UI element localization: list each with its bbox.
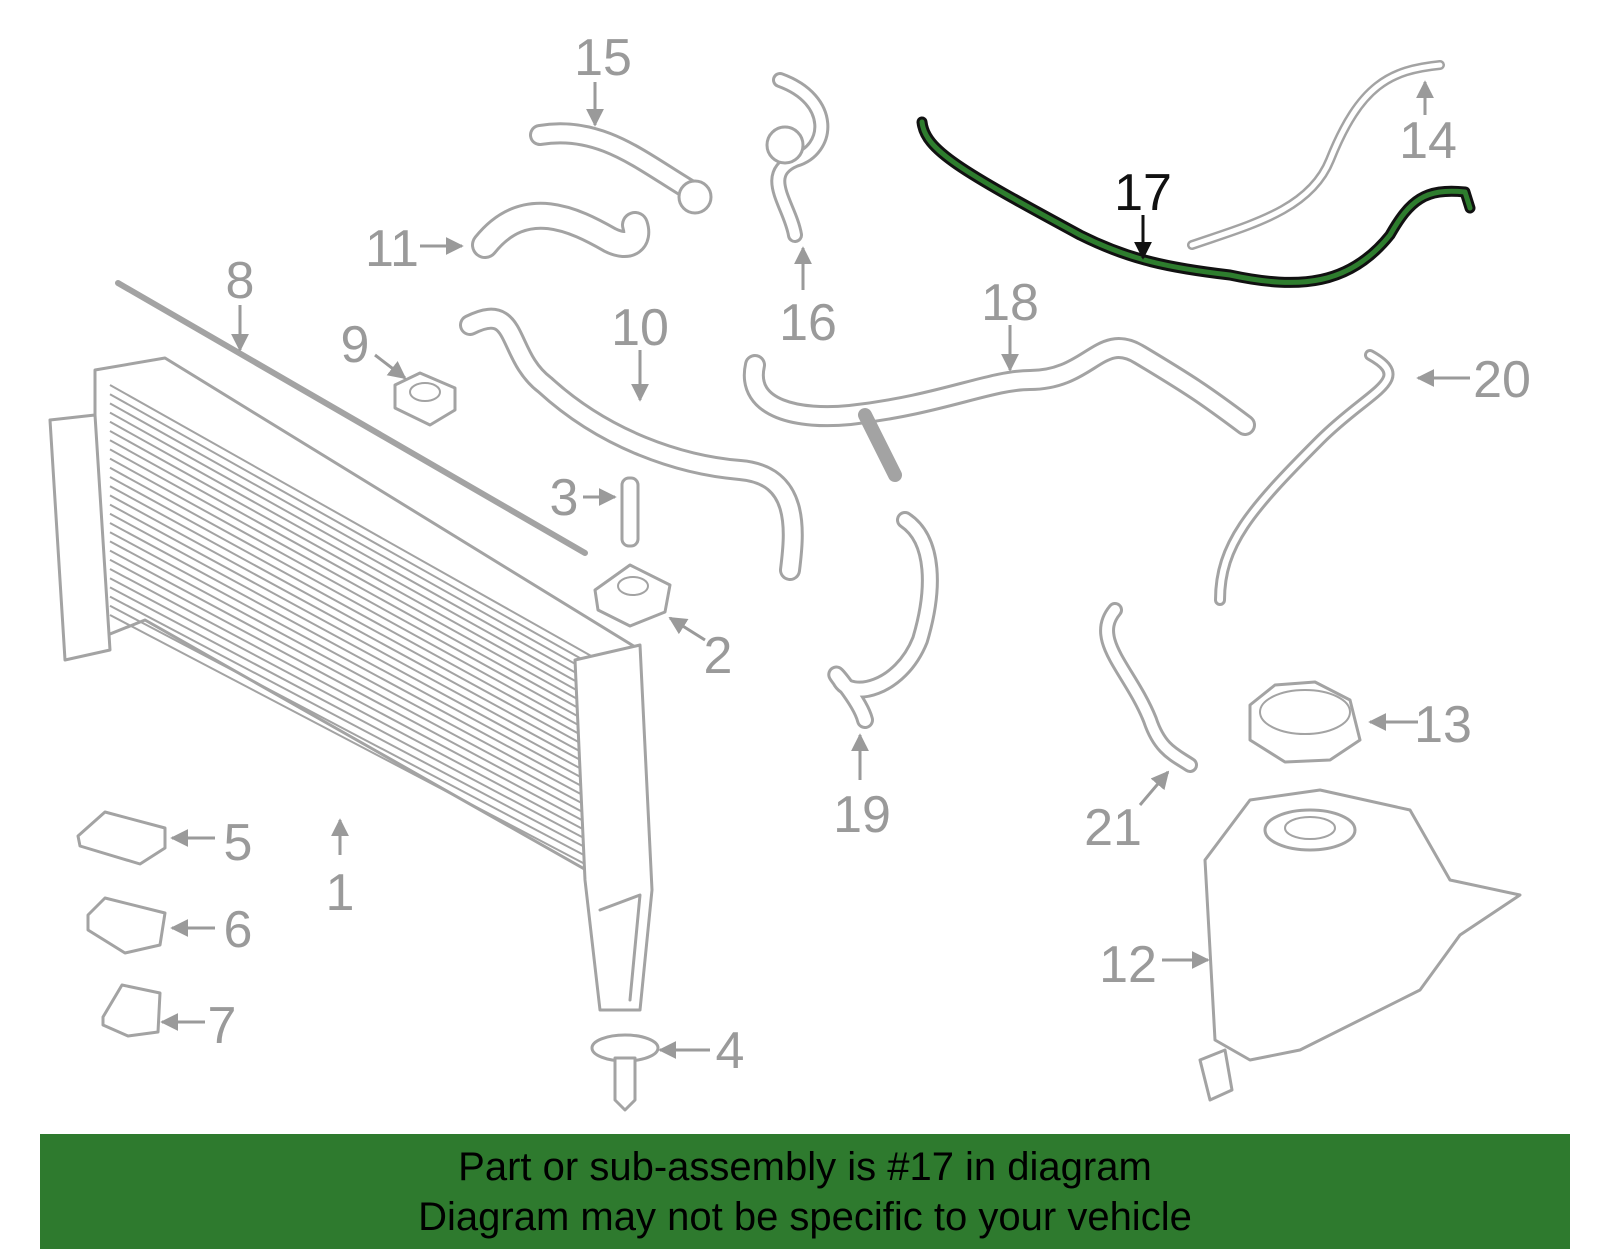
radiator-fin: [109, 604, 626, 878]
callout-7: 7: [208, 997, 237, 1055]
radiator-fin: [109, 540, 626, 819]
cap-part-13: [1248, 680, 1362, 764]
callout-17: 17: [1114, 164, 1172, 222]
radiator-fin: [109, 512, 626, 794]
radiator-fin: [109, 439, 626, 727]
info-banner: Part or sub-assembly is #17 in diagram D…: [40, 1134, 1570, 1249]
callout-11: 11: [365, 220, 419, 278]
callout-19: 19: [833, 786, 891, 844]
banner-line-2: Diagram may not be specific to your vehi…: [418, 1195, 1192, 1239]
callout-18: 18: [981, 274, 1039, 332]
clip-part-7: [101, 983, 162, 1038]
highlighted-hose-part-17: [916, 116, 1476, 288]
radiator-fin: [109, 393, 626, 685]
radiator-fin: [109, 420, 626, 710]
radiator-fin: [109, 476, 626, 760]
radiator-fin: [109, 558, 626, 836]
callout-6: 6: [224, 901, 253, 959]
radiator-fin: [109, 522, 626, 802]
radiator-fin: [109, 466, 626, 752]
callout-4: 4: [716, 1022, 745, 1080]
pipe-part-20: [1214, 349, 1395, 606]
radiator-fin: [109, 595, 626, 870]
callout-10: 10: [611, 299, 669, 357]
callout-1: 1: [326, 864, 355, 922]
radiator-fin: [109, 503, 626, 786]
clip-part-5: [76, 810, 167, 866]
radiator-fins: [109, 384, 626, 886]
callout-5: 5: [224, 814, 253, 872]
callout-13: 13: [1414, 696, 1472, 754]
callout-16: 16: [779, 294, 837, 352]
radiator-part: [48, 356, 654, 1012]
radiator-fin: [109, 457, 626, 744]
radiator-fin: [109, 494, 626, 777]
radiator-fin: [109, 531, 626, 811]
callout-3: 3: [550, 469, 579, 527]
hose-part-10-core: [462, 310, 801, 578]
callout-12: 12: [1099, 936, 1157, 994]
callout-21: 21: [1084, 799, 1142, 857]
callout-2: 2: [704, 627, 733, 685]
radiator-fin: [109, 402, 626, 693]
radiator-fin: [109, 577, 626, 853]
rod-part-8: [115, 280, 588, 556]
radiator-fin: [109, 586, 626, 861]
hose-part-21: [1099, 602, 1198, 773]
callout-9: 9: [341, 316, 370, 374]
radiator-fin: [109, 568, 626, 844]
callout-14: 14: [1399, 112, 1457, 170]
radiator-fin: [109, 411, 626, 702]
radiator-fin: [109, 430, 626, 718]
clip-part-6: [86, 896, 167, 955]
banner-line-1: Part or sub-assembly is #17 in diagram: [458, 1145, 1152, 1189]
radiator-fin: [109, 614, 626, 886]
radiator-fin: [109, 549, 626, 828]
radiator-fin: [109, 384, 626, 676]
callout-8: 8: [226, 252, 255, 310]
bracket-part-9: [393, 371, 457, 427]
radiator-fin: [109, 448, 626, 735]
reservoir-part-12: [1198, 788, 1522, 1102]
bolt-part-4: [590, 1033, 660, 1112]
callout-15: 15: [574, 29, 632, 87]
radiator-fin: [109, 485, 626, 769]
callout-20: 20: [1473, 351, 1531, 409]
pin-part-3: [620, 476, 640, 548]
